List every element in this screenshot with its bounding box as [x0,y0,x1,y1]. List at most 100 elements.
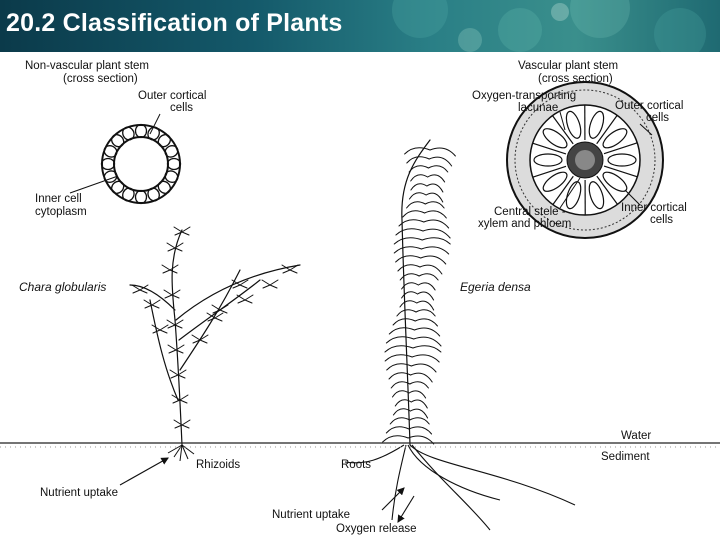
cortical-cell [147,126,160,141]
nutrient-uptake-left: Nutrient uptake [40,487,118,499]
cortical-cell [122,126,135,141]
leaf-pair [389,417,430,425]
leaf-pair [410,174,446,183]
cortical-cell [134,123,148,139]
lacuna [588,110,605,139]
cortical-cell [134,189,148,205]
septum [603,142,638,155]
pointer-inner-cell [69,175,119,194]
roots-label: Roots [341,459,371,471]
central-stele-2: xylem and phloem [478,218,571,230]
leaf-pair [399,273,439,281]
whorl [171,394,189,404]
septum [532,142,567,155]
leaf-pair [398,219,450,229]
pointer-lacunae [559,111,566,131]
chara-label: Chara globularis [19,280,106,294]
septum [532,165,567,178]
leaf-pair [402,210,447,219]
outer-cortical-left-2: cells [170,102,193,114]
cortical-cell [166,157,182,171]
whorl [211,304,229,314]
leaf-pair [395,255,447,265]
leaf-pair [395,228,451,239]
leaf-pair [394,399,428,409]
leaf-pair [388,327,441,337]
nonvascular-title-2: (cross section) [63,73,138,85]
cortical-cell [110,180,125,195]
vascular-cross-section [506,81,664,239]
chara-plant [129,226,301,446]
septum [603,165,638,178]
whorl [143,299,161,309]
leaf-pair [397,264,443,275]
lacuna [533,153,563,167]
whorl [166,242,184,252]
sediment-label: Sediment [601,451,650,463]
inner-cortical-1: Inner cortical [621,202,687,214]
lacuna [607,153,637,167]
egeria-roots [344,444,576,531]
cortical-cell [110,133,125,148]
leaf-pair [410,183,444,193]
cortical-cell [164,145,179,158]
whorl [281,264,299,274]
whorl [231,279,249,289]
outer-cortical-left-1: Outer cortical [138,90,206,102]
cortical-cell [147,187,160,202]
inner-cell-2: cytoplasm [35,206,87,218]
leaf-pair [385,426,433,435]
lacuna [565,110,582,139]
oxygen-lacunae-1: Oxygen-transporting [472,90,576,102]
septum [596,175,618,205]
leaf-pair [392,318,438,327]
leaf-pair [392,408,429,419]
whorl [151,324,169,334]
leaf-pair [384,354,440,363]
outer-cortical-right-2: cells [646,112,669,124]
leaf-pair [386,363,437,373]
whorl [261,279,279,289]
arrow-nutrient-left [119,457,169,486]
whorl [167,344,185,354]
leaf-pair [401,291,435,301]
septum [552,115,574,145]
whorl [166,319,184,329]
leaf-pair [384,345,442,353]
nutrient-uptake-right: Nutrient uptake [272,509,350,521]
lacuna [588,181,605,210]
leaf-pair [382,435,435,445]
leaf-pair [408,165,449,173]
rhizoids-label: Rhizoids [196,459,240,471]
leaf-pair [390,381,429,389]
inner-cell-1: Inner cell [35,193,82,205]
whorl [173,419,191,429]
pointer-central-stele [559,177,581,209]
whorl [169,369,187,379]
leaf-pair [406,201,445,209]
lacuna [542,128,568,149]
banner-decoration [392,0,706,52]
whorl [173,226,191,236]
leaf-pair [406,156,453,167]
outer-cortical-right-1: Outer cortical [615,100,683,112]
oxygen-release-label: Oxygen release [336,523,417,535]
arrow-nutrient-right [381,487,405,511]
cortical-cell [164,170,179,183]
lacuna [602,171,628,192]
cortical-cell [100,157,116,171]
septum [596,115,618,145]
nonvascular-cross-section [100,123,182,205]
whorl [206,312,224,322]
leaf-pair [393,237,451,245]
whorl [191,334,209,344]
pointer-outer-cortical-right [639,123,653,136]
cortical-cell [103,170,118,183]
title-banner: 20.2 Classification of Plants [0,0,720,52]
central-stele-1: Central stele - [494,206,566,218]
inner-cortical-2: cells [650,214,673,226]
cortical-cell [157,180,172,195]
cortical-cell [103,145,118,158]
whorl [236,294,254,304]
vascular-title-1: Vascular plant stem [518,60,618,72]
